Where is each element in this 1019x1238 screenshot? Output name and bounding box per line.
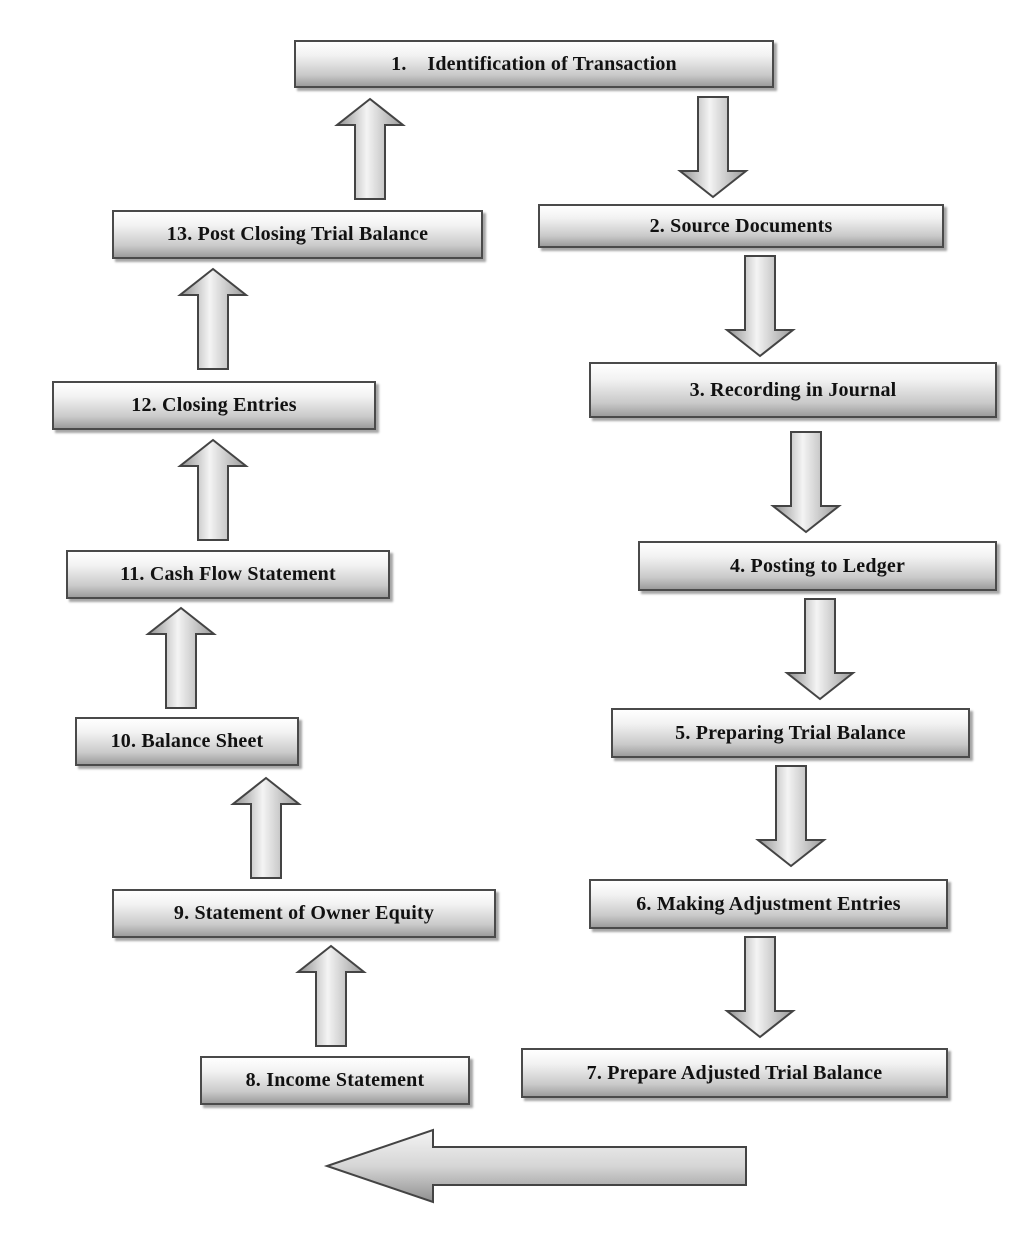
arrow-7-to-8-icon xyxy=(323,1128,747,1204)
step-12-label: 12. Closing Entries xyxy=(131,394,297,416)
step-9-label: 9. Statement of Owner Equity xyxy=(173,902,435,924)
step-4-label: 4. Posting to Ledger xyxy=(729,554,906,577)
arrow-9-to-10-icon xyxy=(230,776,302,879)
arrow-12-to-13-icon xyxy=(177,267,249,370)
step-2-label: 2. Source Documents xyxy=(649,214,833,237)
step-6-box: 6. Making Adjustment Entries xyxy=(589,879,948,929)
step-5-box: 5. Preparing Trial Balance xyxy=(611,708,970,758)
step-10-box: 10. Balance Sheet xyxy=(75,717,299,766)
arrow-3-to-4-icon xyxy=(770,431,842,534)
arrow-8-to-9-icon xyxy=(295,944,367,1047)
arrow-11-to-12-icon xyxy=(177,438,249,541)
step-13-label: 13. Post Closing Trial Balance xyxy=(166,223,429,245)
step-8-label: 8. Income Statement xyxy=(245,1069,425,1091)
step-11-label: 11. Cash Flow Statement xyxy=(120,563,336,585)
step-3-label: 3. Recording in Journal xyxy=(689,378,897,401)
arrow-4-to-5-icon xyxy=(784,598,856,701)
step-3-box: 3. Recording in Journal xyxy=(589,362,997,418)
step-13-box: 13. Post Closing Trial Balance xyxy=(112,210,483,259)
arrow-1-to-2-icon xyxy=(677,96,749,199)
step-7-box: 7. Prepare Adjusted Trial Balance xyxy=(521,1048,948,1098)
step-1-box: 1. Identification of Transaction xyxy=(294,40,774,88)
step-8-box: 8. Income Statement xyxy=(200,1056,470,1105)
step-10-label: 10. Balance Sheet xyxy=(110,730,264,752)
step-6-label: 6. Making Adjustment Entries xyxy=(636,892,901,915)
step-4-box: 4. Posting to Ledger xyxy=(638,541,997,591)
step-2-box: 2. Source Documents xyxy=(538,204,944,248)
step-1-label: 1. Identification of Transaction xyxy=(391,52,677,75)
step-11-box: 11. Cash Flow Statement xyxy=(66,550,390,599)
step-12-box: 12. Closing Entries xyxy=(52,381,376,430)
step-5-label: 5. Preparing Trial Balance xyxy=(675,721,906,744)
arrow-6-to-7-icon xyxy=(724,936,796,1039)
arrow-5-to-6-icon xyxy=(755,765,827,868)
arrow-13-to-1-icon xyxy=(334,97,406,200)
arrow-10-to-11-icon xyxy=(145,606,217,709)
step-7-label: 7. Prepare Adjusted Trial Balance xyxy=(586,1061,883,1084)
step-9-box: 9. Statement of Owner Equity xyxy=(112,889,496,938)
arrow-2-to-3-icon xyxy=(724,255,796,358)
